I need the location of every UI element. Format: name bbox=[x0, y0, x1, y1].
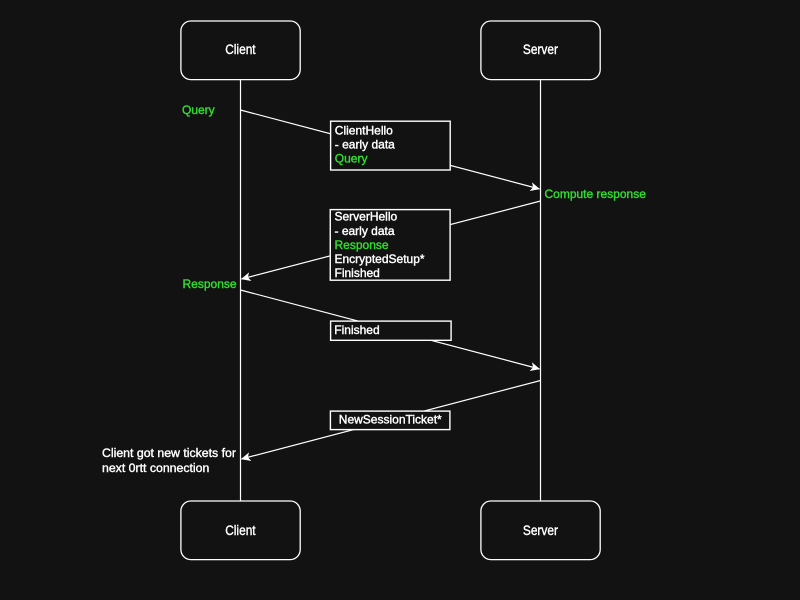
svg-text:Client: Client bbox=[225, 522, 256, 538]
svg-text:Server: Server bbox=[523, 41, 559, 57]
svg-text:Finished: Finished bbox=[335, 266, 380, 280]
svg-text:Compute response: Compute response bbox=[545, 187, 647, 201]
svg-text:Finished: Finished bbox=[334, 323, 379, 337]
svg-text:- early data: - early data bbox=[335, 224, 395, 238]
svg-text:Response: Response bbox=[335, 238, 389, 252]
svg-text:Client got new tickets for: Client got new tickets for bbox=[102, 446, 236, 460]
svg-text:Server: Server bbox=[523, 522, 559, 538]
svg-text:NewSessionTicket*: NewSessionTicket* bbox=[339, 412, 442, 426]
svg-text:EncryptedSetup*: EncryptedSetup* bbox=[335, 252, 425, 266]
svg-text:Query: Query bbox=[335, 152, 368, 166]
svg-text:Client: Client bbox=[225, 41, 256, 57]
svg-text:next 0rtt connection: next 0rtt connection bbox=[102, 461, 209, 475]
svg-text:ServerHello: ServerHello bbox=[335, 210, 398, 224]
svg-text:ClientHello: ClientHello bbox=[335, 124, 393, 138]
svg-text:- early data: - early data bbox=[335, 138, 395, 152]
svg-text:Response: Response bbox=[183, 277, 237, 291]
svg-text:Query: Query bbox=[182, 103, 215, 117]
